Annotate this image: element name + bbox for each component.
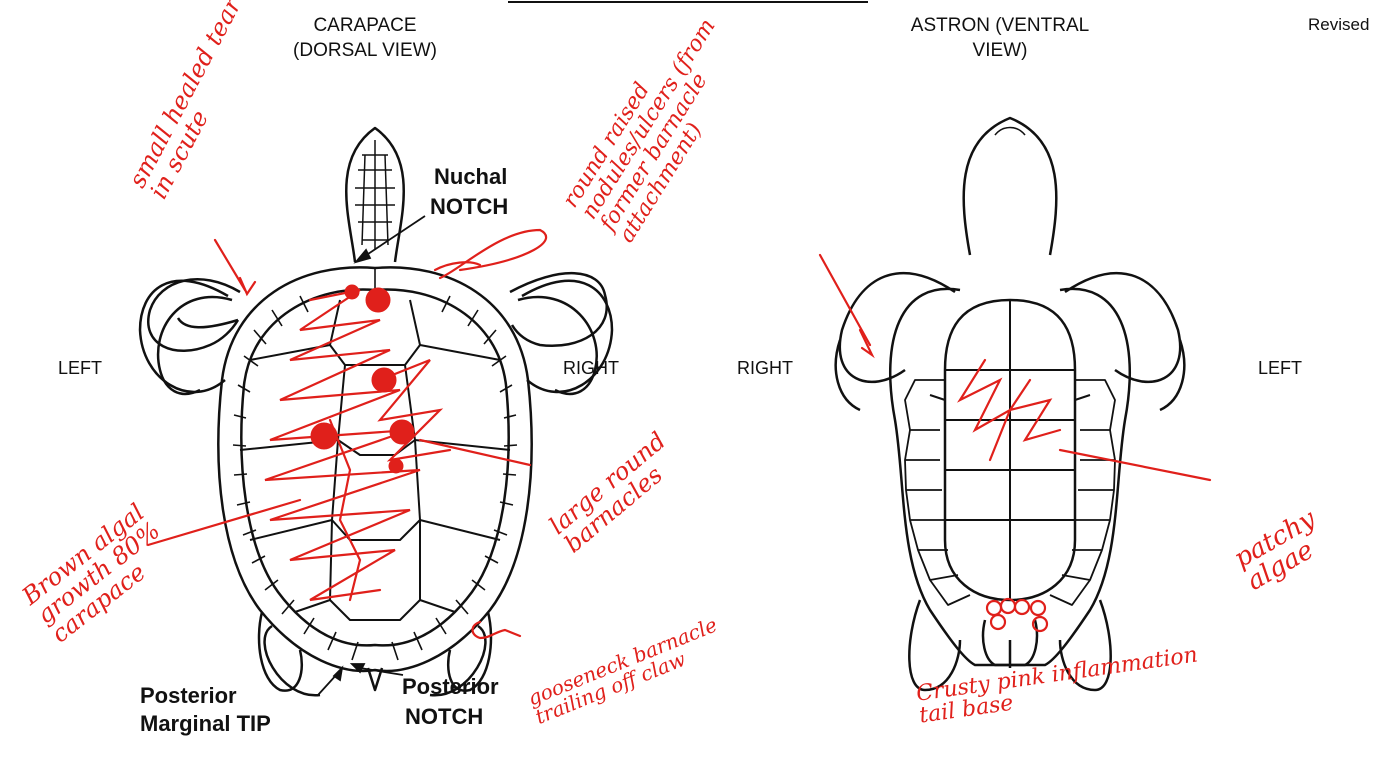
- astron-turtle: [836, 118, 1185, 690]
- carapace-title-line-1: CARAPACE: [290, 15, 440, 36]
- nuchal-label-line-2: NOTCH: [430, 195, 508, 220]
- carapace-turtle: [140, 128, 612, 695]
- carapace-title-line-2: (DORSAL VIEW): [265, 40, 465, 61]
- nuchal-label-line-1: Nuchal: [434, 165, 507, 190]
- left-label-dorsal: LEFT: [58, 358, 102, 378]
- revised-label: Revised: [1308, 15, 1369, 34]
- right-label-ventral: RIGHT: [737, 358, 793, 378]
- posterior-notch-label-line-1: Posterior: [402, 675, 499, 700]
- red-annotation-marks: [148, 230, 1210, 638]
- posterior-tip-label-line-1: Posterior: [140, 684, 237, 709]
- astron-title-line-2: VIEW): [900, 40, 1100, 61]
- posterior-notch-label-line-2: NOTCH: [405, 705, 483, 730]
- right-label-dorsal: RIGHT: [563, 358, 619, 378]
- astron-title-line-1: ASTRON (VENTRAL: [900, 15, 1100, 36]
- left-label-ventral: LEFT: [1258, 358, 1302, 378]
- posterior-tip-label-line-2: Marginal TIP: [140, 712, 271, 737]
